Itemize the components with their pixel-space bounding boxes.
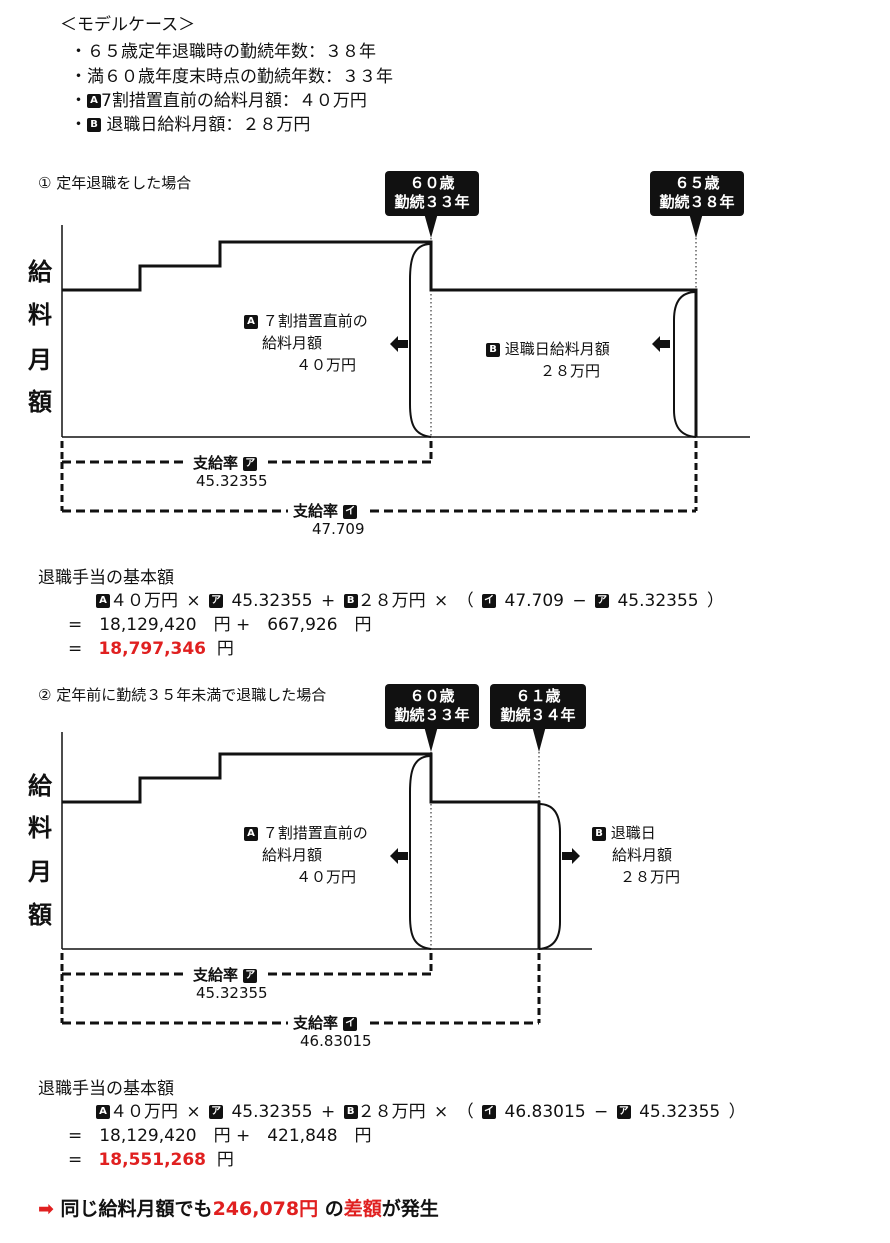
badge-b-icon: B <box>486 342 500 357</box>
section1-salary-line <box>62 240 698 437</box>
red-arrow-icon: ➡ <box>38 1198 54 1220</box>
section2-brace-b <box>538 803 561 950</box>
section2-total: 18,551,268 <box>98 1150 207 1170</box>
section2-label-b-line1: B 退職日 <box>592 822 656 843</box>
section2-calc-line3: = 18,551,268 円 <box>68 1150 234 1170</box>
section1-label-a-line3: ４０万円 <box>296 356 357 374</box>
section1-y-char-4: 額 <box>28 388 52 416</box>
section2-brace-a <box>409 755 432 950</box>
section1-y-char-3: 月 <box>28 346 52 374</box>
badge-a-rate-icon: ア <box>243 456 258 471</box>
section1-y-char-1: 給 <box>28 258 52 286</box>
section1-calc-heading: 退職手当の基本額 <box>38 568 174 588</box>
section2-label-a-line2: 給料月額 <box>262 846 323 864</box>
badge-a-icon: A <box>244 314 258 329</box>
section1-arrow-b-icon <box>652 336 670 352</box>
section1-callout-65: ６５歳勤続３８年 <box>650 171 744 216</box>
section2-arrow-b-icon <box>562 848 580 864</box>
section1-rate1-label: 支給率 ア <box>190 452 261 473</box>
section2-label-b-line2: 給料月額 <box>612 846 673 864</box>
section2-label-b-line3: ２８万円 <box>620 868 681 886</box>
section1-title: ① 定年退職をした場合 <box>38 174 192 192</box>
section2-calc-heading: 退職手当の基本額 <box>38 1079 174 1099</box>
section1-calc-line2: = 18,129,420 円 + 667,926 円 <box>68 615 372 635</box>
badge-i-rate-icon: イ <box>343 504 358 519</box>
section2-callout-61-pointer <box>532 726 546 752</box>
badge-a-icon: A <box>244 826 258 841</box>
model-case-line-2: ・満６０歳年度末時点の勤続年数：３３年 <box>70 67 393 87</box>
conclusion: ➡ 同じ給料月額でも246,078円 の差額が発生 <box>38 1198 439 1220</box>
section1-y-char-2: 料 <box>28 301 52 329</box>
model-case-line-4: ・B 退職日給料月額：２８万円 <box>70 115 311 135</box>
badge-i-rate-icon: イ <box>343 1016 358 1031</box>
badge-b-icon: B <box>87 118 101 132</box>
section2-rate2-label: 支給率 イ <box>290 1012 361 1033</box>
section1-label-a-line2: 給料月額 <box>262 334 323 352</box>
badge-a-icon: A <box>87 94 101 108</box>
conclusion-diff: 差額 <box>343 1198 382 1220</box>
section1-label-a-line1: A ７割措置直前の <box>244 310 368 331</box>
model-case-heading: ＜モデルケース＞ <box>60 15 196 35</box>
section2-arrow-a-icon <box>390 848 408 864</box>
badge-a-rate-icon: ア <box>243 968 258 983</box>
section2-title: ② 定年前に勤続３５年未満で退職した場合 <box>38 686 327 704</box>
section2-rate1-label: 支給率 ア <box>190 964 261 985</box>
section2-salary-line <box>62 752 541 949</box>
section2-callout-60: ６０歳勤続３３年 <box>385 684 479 729</box>
section1-arrow-a-icon <box>390 336 408 352</box>
section2-calc-line2: = 18,129,420 円 + 421,848 円 <box>68 1126 372 1146</box>
section2-y-char-3: 月 <box>28 858 52 886</box>
section1-callout-65-pointer <box>689 213 703 238</box>
section1-brace-b <box>673 291 697 438</box>
section1-rate2-label: 支給率 イ <box>290 500 361 521</box>
section2-rate2-value: 46.83015 <box>300 1032 372 1050</box>
section2-label-a-line3: ４０万円 <box>296 868 357 886</box>
section2-y-char-1: 給 <box>28 772 52 800</box>
section1-label-b-line2: ２８万円 <box>540 362 601 380</box>
section1-calc-line3: = 18,797,346 円 <box>68 639 234 659</box>
section1-rate2-value: 47.709 <box>312 520 365 538</box>
section2-callout-61: ６１歳勤続３４年 <box>490 684 586 729</box>
section1-label-b-line1: B 退職日給料月額 <box>486 338 610 359</box>
section1-rate1-value: 45.32355 <box>196 472 268 490</box>
conclusion-amount: 246,078円 <box>212 1198 319 1220</box>
section2-rate1-value: 45.32355 <box>196 984 268 1002</box>
model-case-line-1: ・６５歳定年退職時の勤続年数：３８年 <box>70 42 376 62</box>
section2-y-char-4: 額 <box>28 901 52 929</box>
section2-label-a-line1: A ７割措置直前の <box>244 822 368 843</box>
section1-callout-60-pointer <box>424 213 438 238</box>
section2-y-char-2: 料 <box>28 814 52 842</box>
section1-callout-60: ６０歳勤続３３年 <box>385 171 479 216</box>
badge-b-icon: B <box>592 826 606 841</box>
section1-brace-a <box>409 243 432 438</box>
section2-callout-60-pointer <box>424 726 438 752</box>
section1-total: 18,797,346 <box>98 639 207 659</box>
